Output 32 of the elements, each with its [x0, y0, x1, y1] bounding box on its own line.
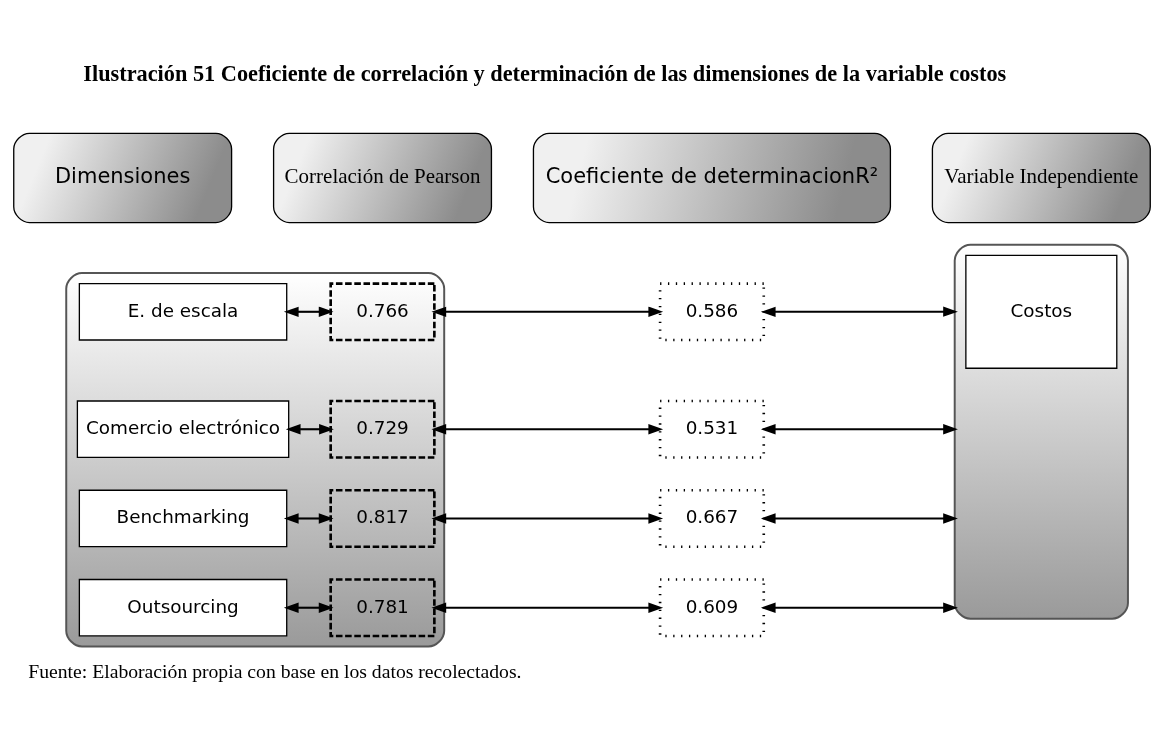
caption: Fuente: Elaboración propia con base en los datos recolectados.	[28, 659, 522, 682]
arrow	[283, 512, 334, 524]
node-box: Coeficiente de determinacionR²	[532, 132, 892, 223]
arrow	[283, 306, 334, 317]
arrow	[283, 602, 334, 613]
node-box: 0.729	[329, 399, 436, 459]
node-box: 0.781	[329, 577, 436, 637]
arrow	[431, 423, 664, 434]
node-box: 0.531	[658, 399, 766, 459]
diagram-title: Ilustración 51 Coeficiente de correlación y determinación de las dimensiones de la variable costos	[83, 60, 1007, 86]
arrow	[760, 423, 958, 434]
cluster	[953, 243, 1129, 620]
node-box: Comercio electrónico	[76, 399, 290, 458]
arrow	[760, 306, 958, 317]
node-box: Costos	[965, 254, 1118, 369]
node-box: Benchmarking	[78, 489, 288, 547]
node-box: Dimensiones	[13, 132, 233, 223]
node-box: Correlación de Pearson	[272, 132, 493, 223]
arrow	[431, 602, 664, 613]
arrow	[431, 306, 664, 317]
arrow	[760, 512, 958, 524]
arrow	[285, 423, 334, 434]
node-box: E. de escala	[78, 282, 288, 341]
node-box: 0.766	[329, 281, 436, 341]
arrow	[760, 602, 958, 613]
node-box: 0.667	[658, 488, 766, 548]
node-box: Variable Independiente	[931, 132, 1151, 223]
node-box: 0.817	[329, 488, 436, 548]
node-box: Outsourcing	[78, 578, 288, 637]
node-box: 0.586	[658, 281, 766, 341]
node-box: 0.609	[658, 577, 766, 637]
arrow	[431, 512, 664, 524]
